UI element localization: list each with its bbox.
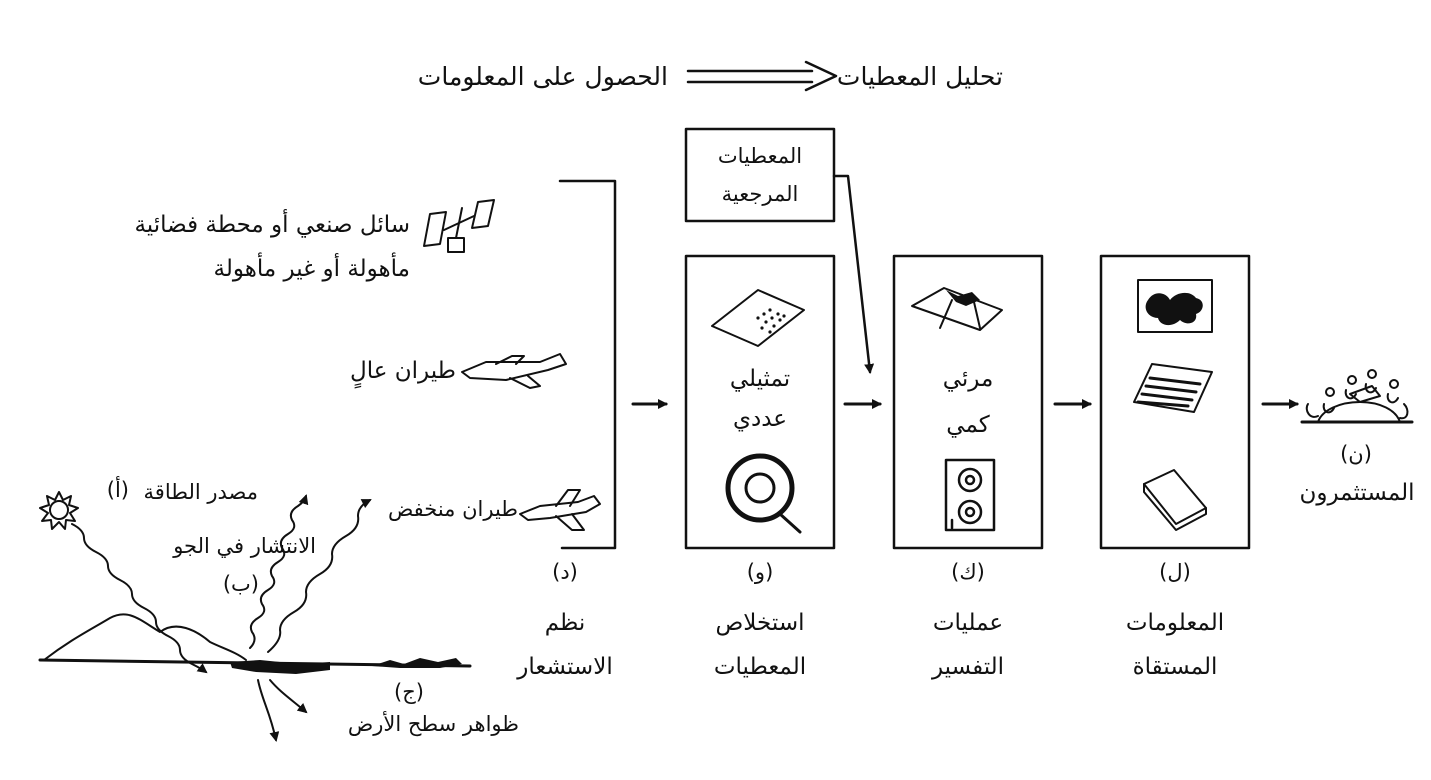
transmitted-arrow-2 [269,679,308,714]
energy-source-tag: (أ) [106,478,129,502]
sensing-systems-bracket [558,179,617,550]
users-label: المستثمرون [1299,480,1415,506]
reference-data-line [832,174,875,374]
satellite-icon [423,199,495,253]
interpretation-box [892,254,1044,550]
digital-label: عددي [732,406,788,432]
thematic-map-icon [1137,279,1213,333]
surface-features-label: ظواهر سطح الأرض [347,712,519,736]
propagation-tag: (ب) [222,572,259,596]
incoming-radiation-wave [71,523,208,674]
derived-information-line2: المستقاة [1132,654,1218,680]
sensing-systems-tag: (د) [552,560,578,584]
reference-data-line2: المرجعية [721,182,799,206]
sensing-systems-line1: نظم [544,610,586,636]
data-acquisition-label: الحصول على المعلومات [417,62,668,91]
sensing-systems-line2: الاستشعار [517,654,613,680]
photo-print-icon [711,289,805,347]
data-extraction-line1: استخلاص [715,610,805,636]
quantitative-label: كمي [946,412,990,438]
printed-table-icon [1133,363,1213,413]
derived-information-tag: (ل) [1159,560,1191,584]
transmitted-arrow-1 [257,679,280,742]
low-flight-label: طيران منخفض [387,497,518,521]
derived-information-box [1099,254,1251,550]
high-altitude-jet-icon [461,353,567,389]
interpretation-tag: (ك) [951,560,985,584]
users-tag: (ن) [1340,442,1372,466]
reference-data-box [684,127,836,223]
report-book-icon [1143,469,1207,531]
high-flight-label: طيران عالٍ [350,358,456,384]
tape-drive-icon [944,458,996,532]
data-extraction-box [684,254,836,550]
data-extraction-tag: (و) [746,560,774,584]
double-arrow-icon [686,60,838,92]
reference-data-line1: المعطيات [717,144,803,168]
data-extraction-line2: المعطيات [713,654,807,680]
analog-label: تمثيلي [729,366,791,392]
data-analysis-label: تحليل المعطيات [836,62,1003,91]
interpretation-line2: التفسير [931,654,1005,680]
reflected-radiation-wave [249,494,309,649]
stereo-viewer-icon [911,287,1003,331]
satellite-label-line1: سائل صنعي أو محطة فضائية [134,212,410,238]
emitted-radiation-wave [267,499,372,653]
users-icon [1300,369,1414,424]
surface-tag: (ج) [394,680,424,704]
interpretation-line1: عمليات [932,610,1004,636]
data-tape-reel-icon [725,453,802,534]
visual-label: مرئي [942,366,994,392]
satellite-label-line2: مأهولة أو غير مأهولة [213,256,410,282]
low-altitude-aircraft-icon [519,489,601,531]
energy-source-label: مصدر الطاقة [143,480,258,504]
derived-information-line1: المعلومات [1125,610,1225,636]
terrain-surface [38,613,472,674]
sun-icon [39,491,79,530]
propagation-label: الانتشار في الجو [173,534,316,558]
